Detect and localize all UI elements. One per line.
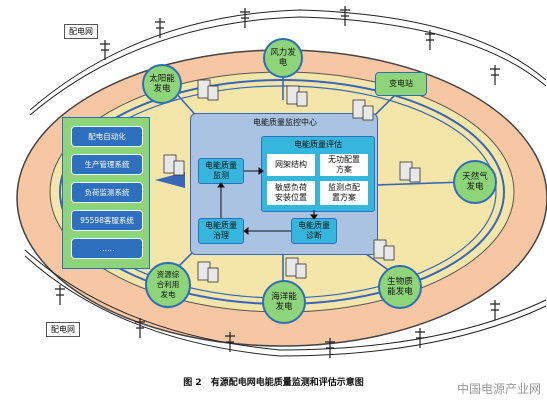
system-production-management: 生产管理系统 [71, 154, 143, 175]
biomass-node: 生物质 能发电 [378, 265, 422, 309]
eval-reactive-config: 无功配置 方案 [320, 154, 368, 176]
center-title: 电能质量监控中心 [253, 118, 317, 127]
eval-monitor-point: 监测点配 置方案 [320, 181, 368, 205]
gas-node: 天然气 发电 [453, 160, 497, 204]
systems-arrow [155, 172, 185, 188]
monitoring-center: 电能质量监控中心 电能质量 监测 电能质量评估 网架结构 无功配置 方案 敏感负… [190, 113, 378, 255]
grid-tag-bottom: 配电网 [46, 322, 80, 337]
power-line-tower-icon [55, 6, 500, 358]
eval-grid-structure: 网架结构 [267, 154, 315, 176]
substation-node: 变电站 [375, 72, 427, 96]
system-95598-service: 95598客服系统 [71, 210, 143, 231]
system-load-monitoring: 负荷监测系统 [71, 182, 143, 203]
evaluate-title: 电能质量评估 [294, 140, 342, 149]
watermark: 中国电源产业网 [456, 382, 541, 396]
systems-panel: 配电自动化 生产管理系统 负荷监测系统 95598客服系统 …… [62, 117, 150, 269]
figure-caption: 图 2 有源配电网电能质量监测和评估示意图 [183, 378, 364, 388]
evaluate-box: 电能质量评估 网架结构 无功配置 方案 敏感负荷 安装位置 监测点配 置方案 [261, 136, 375, 212]
eval-sensitive-load: 敏感负荷 安装位置 [267, 181, 315, 205]
solar-node: 太阳能 发电 [142, 64, 182, 104]
wind-node: 风力发 电 [263, 38, 303, 78]
treat-box: 电能质量 治理 [198, 218, 244, 244]
ocean-node: 海洋能 发电 [262, 280, 306, 324]
system-more: …… [71, 238, 143, 259]
system-distribution-automation: 配电自动化 [71, 126, 143, 147]
diagnose-box: 电能质量 诊断 [291, 218, 337, 244]
grid-tag-top: 配电网 [64, 24, 98, 39]
resource-node: 资源综 合利用 发电 [145, 262, 191, 308]
center-arrows [217, 167, 318, 235]
